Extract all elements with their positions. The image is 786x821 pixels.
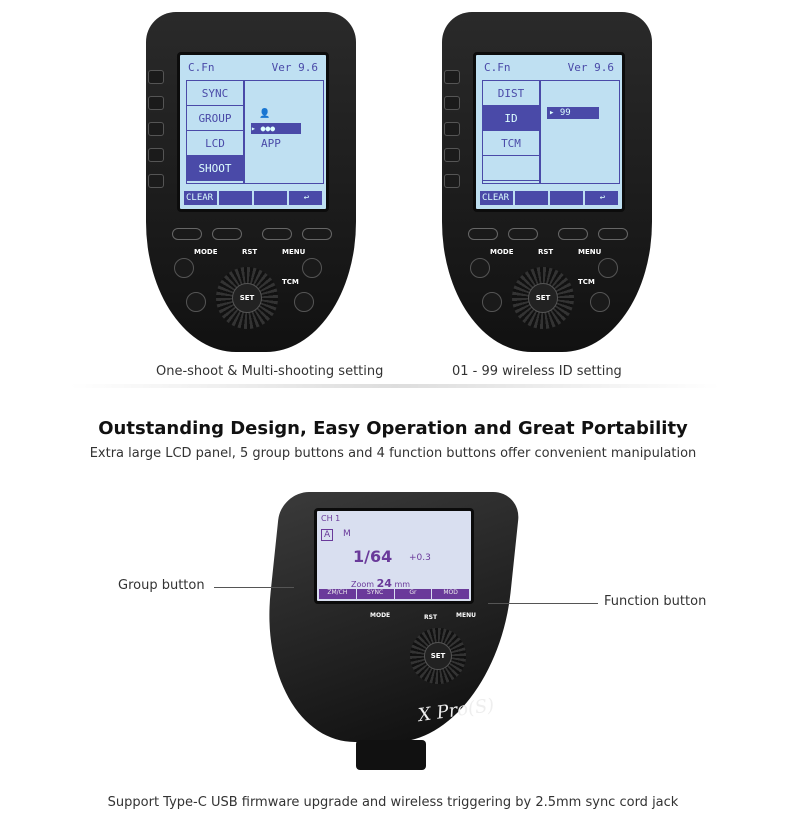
hero-fbar-zmch: ZM/CH <box>319 589 356 599</box>
group-icon: ▸ ●●● <box>251 123 301 134</box>
return-icon: ↩ <box>585 191 618 205</box>
mode-button[interactable] <box>174 258 194 278</box>
tcm-label: TCM <box>282 278 299 286</box>
id-number: 99 <box>559 108 571 118</box>
menu-label: MENU <box>578 248 602 256</box>
group-button-5[interactable] <box>444 174 460 188</box>
menu-item-dist: DIST <box>483 81 539 106</box>
zoom-value: 24 <box>376 577 392 590</box>
menu-item-id: ID <box>483 106 539 131</box>
fbar-clear: CLEAR <box>480 191 513 205</box>
shelf-divider <box>70 384 720 388</box>
lcd-screen: C.Fn Ver 9.6 SYNC GROUP LCD SHOOT 👤 ▸ ●●●… <box>177 52 329 212</box>
group-button-4[interactable] <box>148 148 164 162</box>
single-person-icon: 👤 <box>259 109 271 119</box>
hot-shoe-foot <box>356 740 426 770</box>
lcd-panel: 👤 ▸ ●●● APP <box>244 80 324 184</box>
set-button[interactable]: SET <box>528 283 558 313</box>
hero-fbar-sync: SYNC <box>356 589 394 599</box>
test-button[interactable] <box>482 292 502 312</box>
menu-label: MENU <box>282 248 306 256</box>
hero-fbar-gr: Gr <box>394 589 432 599</box>
group-button-5[interactable] <box>148 174 164 188</box>
menu-item-shoot: SHOOT <box>187 156 243 181</box>
function-button-3[interactable] <box>262 228 292 240</box>
tcm-button[interactable] <box>590 292 610 312</box>
id-value: ▸ 99 <box>547 107 599 119</box>
menu-item-group: GROUP <box>187 106 243 131</box>
mode-label: MODE <box>194 248 218 256</box>
rst-label: RST <box>242 248 258 256</box>
hero-lcd: CH 1 A M 1/64 +0.3 Zoom 24 mm ZM/CH SYNC… <box>314 508 474 604</box>
group-button-1[interactable] <box>444 70 460 84</box>
callout-group-line <box>214 587 294 588</box>
menu-item-tcm: TCM <box>483 131 539 156</box>
group-button-2[interactable] <box>148 96 164 110</box>
zoom-unit: mm <box>394 580 411 589</box>
menu-item-sync: SYNC <box>187 81 243 106</box>
hero-rst-label: RST <box>424 614 438 621</box>
lcd-header-left: C.Fn <box>188 61 215 74</box>
lcd-screen: C.Fn Ver 9.6 DIST ID TCM ▸ 99 CLEAR ↩ <box>473 52 625 212</box>
transmitter-shoot-setting: C.Fn Ver 9.6 SYNC GROUP LCD SHOOT 👤 ▸ ●●●… <box>146 12 356 352</box>
hero-set-button[interactable]: SET <box>424 642 452 670</box>
hero-menu-label: MENU <box>456 612 476 619</box>
tcm-button[interactable] <box>294 292 314 312</box>
callout-function-button: Function button <box>604 594 707 609</box>
menu-button[interactable] <box>598 258 618 278</box>
hero-compensation: +0.3 <box>409 553 431 563</box>
lcd-menu: SYNC GROUP LCD SHOOT <box>186 80 244 184</box>
menu-button[interactable] <box>302 258 322 278</box>
caption-id: 01 - 99 wireless ID setting <box>452 364 622 379</box>
lcd-version: Ver 9.6 <box>567 61 614 74</box>
mode-button[interactable] <box>470 258 490 278</box>
group-button-1[interactable] <box>148 70 164 84</box>
function-button-4[interactable] <box>598 228 628 240</box>
callout-group-button: Group button <box>118 578 205 593</box>
rst-label: RST <box>538 248 554 256</box>
set-dial[interactable]: SET <box>216 267 278 329</box>
lcd-menu: DIST ID TCM <box>482 80 540 184</box>
function-button-1[interactable] <box>172 228 202 240</box>
group-button-4[interactable] <box>444 148 460 162</box>
function-button-2[interactable] <box>508 228 538 240</box>
menu-item-lcd: LCD <box>187 131 243 156</box>
hero-mode: M <box>343 529 351 539</box>
hero-mode-label: MODE <box>370 612 391 619</box>
section-title: Outstanding Design, Easy Operation and G… <box>98 418 688 439</box>
section-subtitle: Extra large LCD panel, 5 group buttons a… <box>89 446 697 461</box>
footer-text: Support Type-C USB firmware upgrade and … <box>107 795 679 810</box>
hero-set-dial[interactable]: SET <box>410 628 466 684</box>
zoom-label: Zoom <box>351 580 375 589</box>
function-button-3[interactable] <box>558 228 588 240</box>
hero-zoom: Zoom 24 mm <box>351 577 410 590</box>
hero-fbar-mod: MOD <box>432 589 469 599</box>
lcd-panel: ▸ 99 <box>540 80 620 184</box>
fbar-clear: CLEAR <box>184 191 217 205</box>
transmitter-id-setting: C.Fn Ver 9.6 DIST ID TCM ▸ 99 CLEAR ↩ MODE… <box>442 12 652 352</box>
hero-power: 1/64 <box>353 547 393 566</box>
function-button-4[interactable] <box>302 228 332 240</box>
mode-label: MODE <box>490 248 514 256</box>
group-button-3[interactable] <box>444 122 460 136</box>
set-button[interactable]: SET <box>232 283 262 313</box>
panel-app: APP <box>261 137 281 150</box>
callout-function-line <box>488 603 598 604</box>
lcd-header-left: C.Fn <box>484 61 511 74</box>
group-button-3[interactable] <box>148 122 164 136</box>
caption-shoot: One-shoot & Multi-shooting setting <box>156 364 384 379</box>
return-icon: ↩ <box>289 191 322 205</box>
test-button[interactable] <box>186 292 206 312</box>
hero-channel: CH 1 <box>321 514 341 523</box>
function-button-2[interactable] <box>212 228 242 240</box>
set-dial[interactable]: SET <box>512 267 574 329</box>
group-button-2[interactable] <box>444 96 460 110</box>
function-button-1[interactable] <box>468 228 498 240</box>
hero-group: A <box>321 529 334 541</box>
lcd-version: Ver 9.6 <box>271 61 318 74</box>
tcm-label: TCM <box>578 278 595 286</box>
